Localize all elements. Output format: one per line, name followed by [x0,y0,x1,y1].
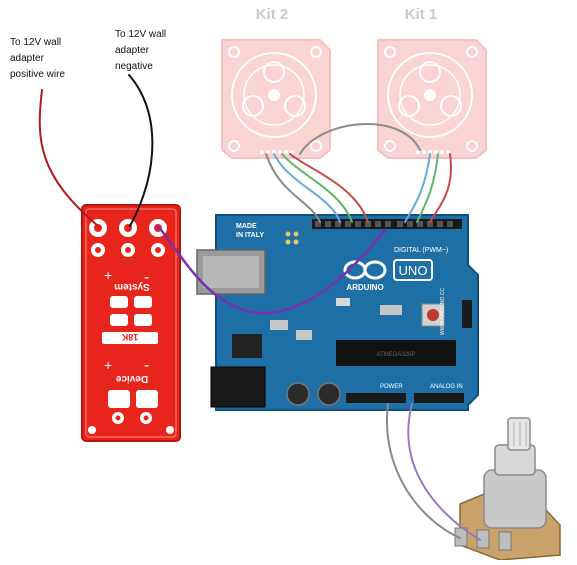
silk-minus-top: - [144,269,149,286]
label-positive-line-3: positive wire [10,69,65,80]
silk-minus-bottom: - [144,357,149,374]
power-switch-board: + - System 18K + - Device [81,204,181,442]
uno-analog-label: ANALOG IN [430,384,463,390]
kit2-wire-grey [265,153,321,223]
kit1-wire-blue [404,153,431,223]
kit-link-wire-grey [299,123,421,155]
silk-plus-top: + [104,267,112,283]
potentiometer [454,417,561,561]
kit-2-board [221,39,331,159]
label-negative-wire: To 12V wall adapter negative [115,29,166,72]
silk-system: System [114,281,150,292]
arduino-uno-board: MADE IN ITALY DIGITAL (PWM~) UNO [196,214,479,411]
uno-made-line-2: IN ITALY [236,232,264,239]
uno-power-label: POWER [380,384,403,390]
label-negative-line-1: To 12V wall [115,29,166,40]
silk-resistor: 18K [121,332,138,342]
pot-wire-purple [407,403,481,541]
uno-model-text: UNO [399,263,428,278]
pot-wire-grey [386,403,461,539]
label-positive-line-1: To 12V wall [10,37,61,48]
uno-made-line-1: MADE [236,223,257,230]
chip-marking: ATMEGA328P [377,352,416,358]
negative-power-wire [128,74,154,227]
kit2-wire-green [281,153,353,223]
label-negative-line-2: adapter [115,45,150,56]
label-positive-wire: To 12V wall adapter positive wire [10,37,65,80]
uno-brand-text: ARDUINO [346,283,383,292]
kit1-wire-red [429,153,452,223]
uno-url-label: WWW.ARDUINO.CC [440,288,446,335]
arduino-logo: UNO ARDUINO [343,259,433,292]
kit2-wire-red [289,153,369,223]
signal-wire-purple [156,224,387,315]
wires [38,74,481,541]
kit2-wire-blue [273,153,341,223]
uno-digital-label: DIGITAL (PWM~) [394,247,448,254]
label-positive-line-2: adapter [10,53,45,64]
label-negative-line-3: negative [115,61,153,72]
silk-plus-bottom: + [104,357,112,373]
positive-power-wire [38,89,99,227]
silk-device: Device [115,373,148,384]
kit-1-board [377,39,487,159]
kit-2-label: Kit 2 [256,6,289,23]
kit1-wire-green [416,153,439,223]
kit-1-label: Kit 1 [405,6,438,23]
